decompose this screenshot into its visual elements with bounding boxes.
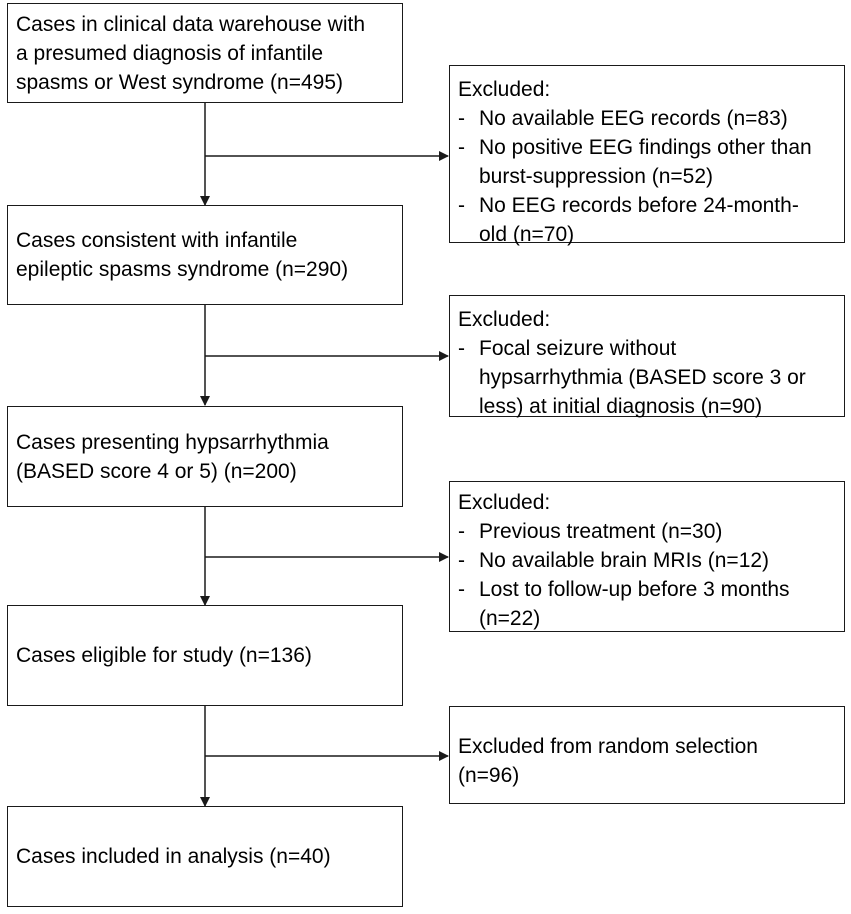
- exclusion-header: Excluded from random selection: [458, 735, 758, 758]
- exclusion-item: - Previous treatment (n=30): [458, 517, 836, 546]
- exclusion-header-count: (n=96): [458, 764, 520, 787]
- bullet-dash: -: [458, 549, 465, 572]
- box-text-line: Cases consistent with infantile: [16, 229, 298, 252]
- box-text-line: Cases included in analysis (n=40): [16, 845, 331, 868]
- flow-box-consistent-cases: Cases consistent with infantile epilepti…: [7, 205, 403, 305]
- exclusion-header: Excluded:: [458, 491, 551, 514]
- bullet-dash: -: [458, 136, 465, 159]
- exclusion-box-4: Excluded from random selection (n=96): [449, 706, 845, 804]
- exclusion-item-text: (n=22): [479, 607, 541, 630]
- box-text-line: Cases eligible for study (n=136): [16, 644, 312, 667]
- flow-box-initial-cases: Cases in clinical data warehouse with a …: [7, 3, 403, 103]
- exclusion-header: Excluded:: [458, 78, 551, 101]
- exclusion-item-text: No available EEG records (n=83): [479, 107, 788, 130]
- exclusion-item-text: Lost to follow-up before 3 months: [479, 578, 790, 601]
- exclusion-item-text: old (n=70): [479, 223, 575, 246]
- exclusion-item: - No available brain MRIs (n=12): [458, 546, 836, 575]
- exclusion-item-text: No positive EEG findings other than: [479, 136, 812, 159]
- bullet-dash: -: [458, 337, 465, 360]
- bullet-dash: -: [458, 520, 465, 543]
- exclusion-box-1: Excluded: - No available EEG records (n=…: [449, 65, 845, 246]
- exclusion-item: - Focal seizure without hypsarrhythmia (…: [458, 334, 836, 421]
- box-text-line: Cases presenting hypsarrhythmia: [16, 430, 329, 454]
- bullet-dash: -: [458, 578, 465, 601]
- exclusion-box-3: Excluded: - Previous treatment (n=30) - …: [449, 481, 845, 632]
- exclusion-item-text: No EEG records before 24-month-: [479, 194, 799, 217]
- exclusion-header: Excluded:: [458, 308, 551, 331]
- box-text-line: a presumed diagnosis of infantile: [16, 42, 324, 65]
- exclusion-item-text: hypsarrhythmia (BASED score 3 or: [479, 366, 806, 389]
- box-text-line: epileptic spasms syndrome (n=290): [16, 258, 349, 281]
- flow-box-included-cases: Cases included in analysis (n=40): [7, 806, 403, 907]
- exclusion-item-text: No available brain MRIs (n=12): [479, 549, 770, 572]
- box-text-line: (BASED score 4 or 5) (n=200): [16, 459, 297, 483]
- exclusion-item: - Lost to follow-up before 3 months (n=2…: [458, 575, 836, 633]
- exclusion-item-text: Focal seizure without: [479, 337, 677, 360]
- exclusion-item: - No positive EEG findings other than bu…: [458, 133, 836, 191]
- exclusion-box-2: Excluded: - Focal seizure without hypsar…: [449, 295, 845, 418]
- bullet-dash: -: [458, 194, 465, 217]
- exclusion-item: - No available EEG records (n=83): [458, 104, 836, 133]
- box-text-line: spasms or West syndrome (n=495): [16, 71, 343, 94]
- flow-box-eligible-cases: Cases eligible for study (n=136): [7, 605, 403, 706]
- exclusion-item: - No EEG records before 24-month- old (n…: [458, 191, 836, 249]
- exclusion-item-text: Previous treatment (n=30): [479, 520, 723, 543]
- flow-box-hypsarrhythmia-cases: Cases presenting hypsarrhythmia (BASED s…: [7, 406, 403, 507]
- exclusion-item-text: burst-suppression (n=52): [479, 165, 714, 188]
- box-text-line: Cases in clinical data warehouse with: [16, 13, 366, 36]
- exclusion-item-text: less) at initial diagnosis (n=90): [479, 395, 763, 418]
- bullet-dash: -: [458, 107, 465, 130]
